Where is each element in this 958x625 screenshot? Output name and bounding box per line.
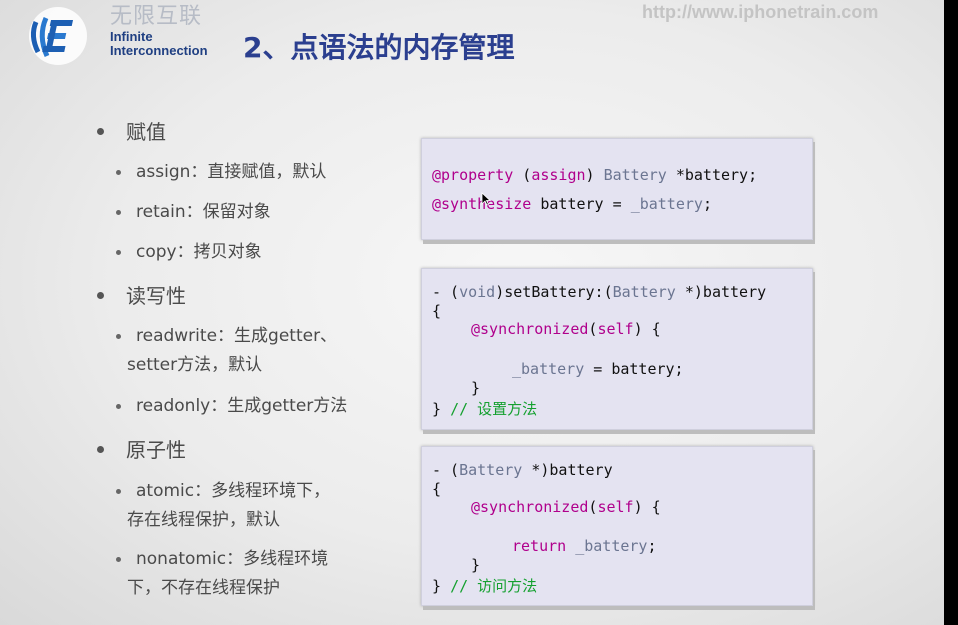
outline-item-continuation: 存在线程保护，默认: [127, 510, 280, 530]
logo-english-line2: Interconnection: [110, 43, 208, 58]
website-url: http://www.iphonetrain.com: [642, 2, 879, 22]
page-title: 2、点语法的内存管理: [243, 31, 515, 64]
outline-item: readwrite：生成getter、: [136, 326, 338, 346]
code-line: @synthesize battery = _battery;: [432, 195, 712, 213]
code-line: @synchronized(self) {: [471, 320, 661, 338]
code-line: }: [471, 556, 481, 574]
code-line: {: [432, 302, 442, 320]
mouse-pointer-icon: [481, 192, 491, 206]
code-line: @property (assign) Battery *battery;: [432, 166, 758, 184]
bullet-dot: [116, 489, 121, 494]
outline-item-continuation: setter方法，默认: [127, 355, 263, 375]
code-line: - (Battery *)battery: [432, 461, 613, 479]
outline-item: copy：拷贝对象: [136, 242, 262, 262]
code-line: }: [471, 379, 481, 397]
code-box-getter: - (Battery *)battery { @synchronized(sel…: [421, 446, 813, 606]
outline-item-continuation: 下，不存在线程保护: [127, 578, 280, 598]
bullet-dot: [116, 334, 121, 339]
code-line: return _battery;: [512, 537, 657, 555]
outline-item: nonatomic：多线程环境: [136, 549, 329, 569]
bullet-dot: [116, 170, 121, 175]
code-line: _battery = battery;: [512, 360, 684, 378]
outline-item: readonly：生成getter方法: [136, 396, 348, 416]
logo-chinese-name: 无限互联: [110, 4, 203, 29]
infinite-interconnection-logo-icon: [29, 7, 87, 65]
section-title-readwrite: 读写性: [126, 284, 186, 308]
bullet-dot: [116, 250, 121, 255]
code-line: {: [432, 480, 442, 498]
outline-item: assign：直接赋值，默认: [136, 162, 327, 182]
bullet-dot: [97, 128, 104, 135]
bullet-dot: [97, 292, 104, 299]
outline-item: atomic：多线程环境下，: [136, 481, 331, 501]
bullet-dot: [116, 404, 121, 409]
code-line: @synchronized(self) {: [471, 498, 661, 516]
code-line: - (void)setBattery:(Battery *)battery: [432, 283, 767, 301]
code-box-property: @property (assign) Battery *battery; @sy…: [421, 138, 813, 240]
bullet-dot: [116, 557, 121, 562]
code-line: } // 设置方法: [432, 400, 538, 418]
code-box-setter: - (void)setBattery:(Battery *)battery { …: [421, 268, 813, 430]
code-line: } // 访问方法: [432, 577, 538, 595]
outline-item: retain：保留对象: [136, 202, 271, 222]
bullet-dot: [97, 446, 104, 453]
logo-english-line1: Infinite: [110, 29, 153, 44]
section-title-atomicity: 原子性: [126, 438, 186, 462]
window-edge: [944, 0, 958, 625]
section-title-assignment: 赋值: [126, 120, 166, 144]
bullet-dot: [116, 210, 121, 215]
